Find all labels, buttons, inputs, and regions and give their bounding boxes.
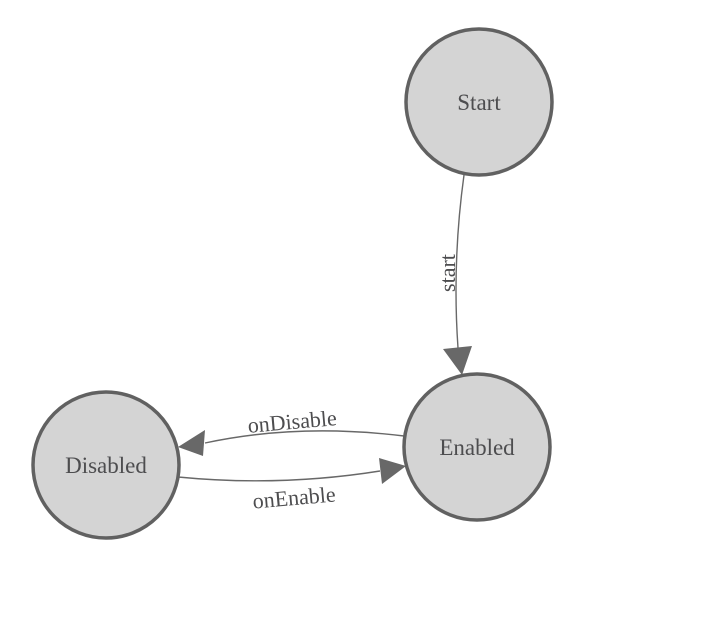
edge-start-to-enabled: start xyxy=(435,174,472,375)
state-node-start[interactable]: Start xyxy=(404,27,554,177)
edge-line-disabled-to-enabled xyxy=(177,470,381,482)
state-label-start: Start xyxy=(457,90,501,115)
arrowhead-disabled-to-enabled-icon xyxy=(379,458,406,484)
state-circle-start[interactable] xyxy=(404,27,554,177)
edge-enabled-to-disabled: onDisable xyxy=(178,405,405,456)
edge-disabled-to-enabled: onEnable xyxy=(177,458,406,514)
state-label-enabled: Enabled xyxy=(439,435,515,460)
state-circle-disabled[interactable] xyxy=(31,390,181,540)
edge-line-enabled-to-disabled xyxy=(204,430,405,444)
arrowhead-start-to-enabled-icon xyxy=(443,346,472,375)
state-circle-enabled[interactable] xyxy=(402,372,552,522)
state-label-disabled: Disabled xyxy=(65,453,147,478)
state-node-disabled[interactable]: Disabled xyxy=(31,390,181,540)
arrowhead-enabled-to-disabled-icon xyxy=(178,430,205,456)
edge-label-start: start xyxy=(435,254,460,292)
edge-label-onenable: onEnable xyxy=(252,481,337,513)
edge-line-start-to-enabled xyxy=(455,174,465,349)
state-node-enabled[interactable]: Enabled xyxy=(402,372,552,522)
edge-label-ondisable: onDisable xyxy=(247,405,338,438)
